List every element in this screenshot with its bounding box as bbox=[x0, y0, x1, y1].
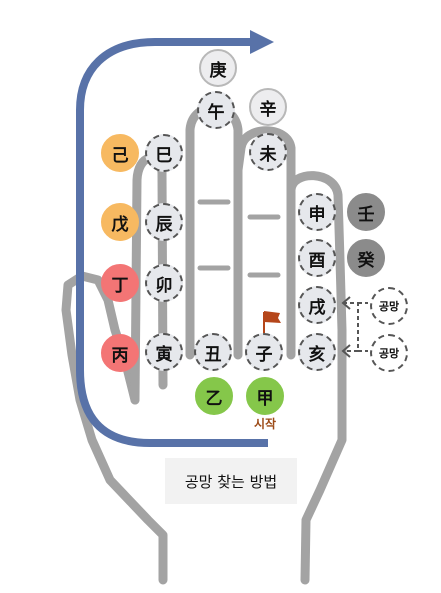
branch-sul: 戌 bbox=[298, 286, 336, 324]
stem-mu: 戊 bbox=[101, 203, 139, 241]
branch-chuk: 丑 bbox=[194, 333, 232, 371]
gongmang-connector bbox=[343, 302, 368, 352]
gongmang-marker: 공망 bbox=[370, 334, 408, 372]
branch-sa: 巳 bbox=[145, 134, 183, 172]
branch-sin: 申 bbox=[298, 193, 336, 231]
branch-yu: 酉 bbox=[298, 239, 336, 277]
knuckle-lines bbox=[197, 199, 281, 278]
stem-sin: 辛 bbox=[249, 88, 287, 126]
branch-hae: 亥 bbox=[298, 333, 336, 371]
branch-myo: 卯 bbox=[145, 264, 183, 302]
branch-mi: 未 bbox=[249, 133, 287, 171]
branch-jin: 辰 bbox=[145, 203, 183, 241]
branch-ja: 子 bbox=[245, 333, 283, 371]
stem-im: 壬 bbox=[347, 193, 385, 231]
stem-jeong: 丁 bbox=[101, 264, 139, 302]
gongmang-marker: 공망 bbox=[370, 287, 408, 325]
start-flag-icon bbox=[263, 311, 281, 333]
branch-o: 午 bbox=[197, 91, 235, 129]
gongmang-arrowheads bbox=[341, 296, 351, 358]
diagram-caption: 공망 찾는 방법 bbox=[165, 458, 297, 504]
branch-in: 寅 bbox=[145, 333, 183, 371]
direction-arrow bbox=[76, 30, 274, 447]
stem-byeong: 丙 bbox=[101, 334, 139, 372]
stem-gap: 甲 bbox=[246, 377, 284, 415]
stem-eul: 乙 bbox=[195, 377, 233, 415]
stem-gyeong: 庚 bbox=[199, 49, 237, 87]
stem-gye: 癸 bbox=[347, 239, 385, 277]
stem-gi: 己 bbox=[101, 134, 139, 172]
start-label: 시작 bbox=[253, 417, 277, 431]
